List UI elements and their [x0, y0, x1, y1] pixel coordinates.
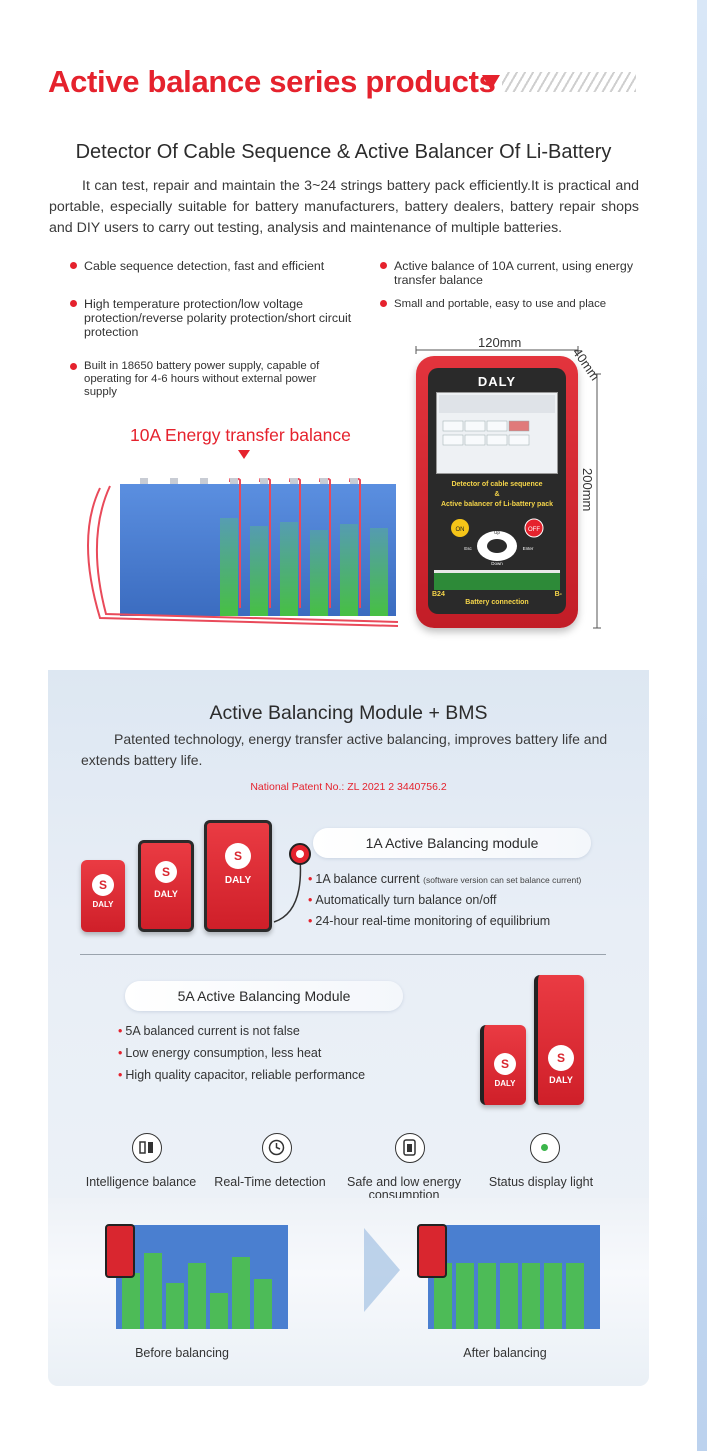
bullet-dot-icon	[380, 300, 387, 307]
battery-safe-icon	[395, 1133, 425, 1163]
after-battery-illustration	[417, 1224, 600, 1329]
energy-transfer-label: 10A Energy transfer balance	[130, 425, 351, 445]
key-on: ON	[456, 527, 465, 533]
right-edge-stripe	[697, 0, 707, 1451]
detector-intro: It can test, repair and maintain the 3~2…	[49, 178, 639, 236]
title-hatch-decoration	[502, 72, 636, 92]
module-5a-small: S DALY	[480, 1025, 526, 1105]
section-divider	[80, 954, 606, 955]
feature-protection: High temperature protection/low voltage …	[70, 297, 370, 339]
device-screen-grid	[439, 395, 555, 446]
key-esc: Esc	[464, 546, 472, 551]
bms-intro: Patented technology, energy transfer act…	[81, 731, 608, 768]
module-medium: S DALY	[138, 840, 194, 932]
key-off: OFF	[528, 527, 540, 533]
device-face: DALY Detector of cable sequence & Active…	[428, 368, 566, 614]
daly-logo-icon: S	[548, 1045, 574, 1071]
patent-number: National Patent No.: ZL 2021 2 3440756.2	[250, 781, 447, 793]
before-battery-illustration	[105, 1224, 288, 1329]
daly-logo-icon: S	[155, 861, 177, 883]
bms-title: Active Balancing Module + BMS	[209, 702, 488, 724]
device-screen	[436, 392, 558, 474]
device-keypad: ON OFF Up Down Esc Enter	[451, 518, 544, 566]
module-large: S DALY	[204, 820, 272, 932]
daly-logo-icon: S	[225, 843, 251, 869]
label-intelligence-balance: Intelligence balance	[85, 1175, 197, 1189]
label-status-light: Status display light	[488, 1175, 594, 1189]
module-small: S DALY	[81, 860, 125, 932]
balance-icon	[132, 1133, 162, 1163]
clock-icon	[262, 1133, 292, 1163]
module-5a-large: S DALY	[534, 975, 584, 1105]
bullet-dot-icon	[70, 300, 77, 307]
device-logo: DALY	[477, 374, 517, 389]
daly-logo-icon: S	[92, 874, 114, 896]
bullet-dot-icon	[70, 262, 77, 269]
detector-title: Detector Of Cable Sequence & Active Bala…	[75, 141, 612, 163]
dim-height-line	[593, 373, 601, 629]
feature-1a-monitor: •24-hour real-time monitoring of equilib…	[308, 914, 551, 928]
label-after-balancing: After balancing	[463, 1346, 547, 1360]
bullet-dot-icon	[70, 363, 77, 370]
key-down: Down	[491, 561, 503, 566]
pill-1a-title: 1A Active Balancing module	[313, 828, 591, 858]
bullet-dot-icon	[380, 262, 387, 269]
feature-1a-current: •1A balance current (software version ca…	[308, 872, 582, 886]
module-cable-button	[273, 843, 311, 923]
feature-portable: Small and portable, easy to use and plac…	[380, 297, 640, 311]
device-caption: Detector of cable sequence & Active bala…	[440, 481, 554, 508]
port-bminus: B-	[554, 591, 562, 598]
feature-cable-sequence: Cable sequence detection, fast and effic…	[70, 259, 370, 273]
feature-battery-supply: Built in 18650 battery power supply, cap…	[70, 360, 330, 399]
key-up: Up	[494, 530, 500, 535]
energy-arrow-icon	[238, 450, 250, 459]
feature-5a-capacitor: •High quality capacitor, reliable perfor…	[118, 1068, 366, 1082]
label-before-balancing: Before balancing	[135, 1346, 229, 1360]
page-title: Active balance series products	[48, 64, 496, 99]
detector-device: DALY Detector of cable sequence & Active…	[416, 356, 578, 628]
feature-active-balance: Active balance of 10A current, using ene…	[380, 259, 640, 287]
dim-width: 120mm	[478, 335, 522, 350]
feature-5a-heat: •Low energy consumption, less heat	[118, 1046, 322, 1060]
dim-width-line	[415, 346, 579, 354]
daly-logo-icon: S	[494, 1053, 516, 1075]
feature-1a-auto: •Automatically turn balance on/off	[308, 893, 497, 907]
device-footer: Battery connection	[465, 599, 529, 606]
key-enter: Enter	[523, 546, 534, 551]
port-b24: B24	[432, 591, 445, 598]
device-terminal-strip	[434, 570, 560, 590]
label-realtime-detection: Real-Time detection	[214, 1175, 326, 1189]
pill-5a-title: 5A Active Balancing Module	[125, 981, 403, 1011]
bms-panel: Active Balancing Module + BMS Patented t…	[48, 670, 649, 1386]
battery-pack-illustration	[87, 478, 399, 627]
balancing-arrow-icon	[364, 1228, 400, 1312]
feature-5a-current: •5A balanced current is not false	[118, 1024, 300, 1038]
status-light-icon	[530, 1133, 560, 1163]
title-triangle-icon	[482, 75, 500, 90]
